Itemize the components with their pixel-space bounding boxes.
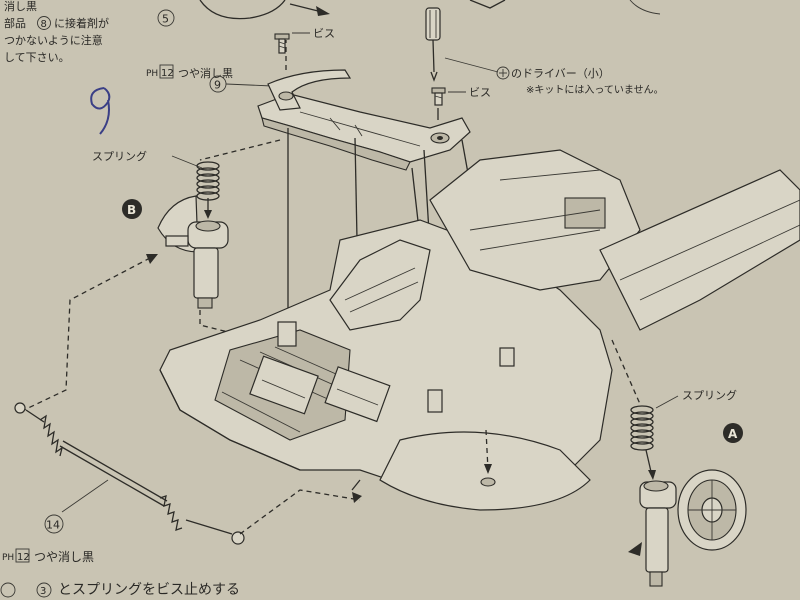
spring-label-right: スプリング [682,388,737,402]
ph-code: PH [146,69,158,79]
bottom-step-text: 3 とスプリングをビス止めする [0,582,240,598]
instruction-line-4: して下さい。 [4,51,70,64]
driver-label: のドライバー（小） [511,67,610,80]
bottom-finish: つや消し黒 [34,550,94,564]
marker-b: B [122,199,142,219]
driver-note: ※キットには入っていません。 [526,84,664,96]
bottom-step-instruction: とスプリングをビス止めする [58,582,240,598]
spring-label-right-group: スプリング [655,388,737,409]
screwdriver-icon: のドライバー（小） ※キットには入っていません。 [425,7,664,96]
bottom-ph-code: PH [2,553,14,563]
marker-a: A [723,423,743,443]
handwritten-mark [90,87,111,135]
marker-b-letter: B [127,203,136,217]
instruction-text-block: 消し黒 部品 8 に接着剤が つかないように注意 して下さい。 5 [4,0,175,64]
screw-label-right: ビス [469,86,491,99]
part-number-14: 14 [46,519,60,532]
ph-number: 12 [161,68,174,79]
bottom-ph-number: 12 [17,552,30,563]
top-step-number: 5 [162,13,169,26]
instruction-line-1: 消し黒 [4,0,37,13]
bottom-step-number: 3 [40,586,46,597]
spring-label-left-group: スプリング [92,149,203,169]
marker-a-letter: A [728,427,738,441]
bracket-part-9 [257,69,471,171]
spring-label-left: スプリング [92,149,147,163]
tie-rod-spring-left [39,414,64,457]
instruction-part-ref: 部品 [4,16,26,30]
instruction-part-num: 8 [41,19,47,30]
right-spring [611,339,656,480]
right-hub [628,469,747,587]
tie-rod-spring-right [159,495,183,531]
screw-label-left: ビス [313,27,335,40]
left-spring [196,161,220,219]
top-cropped-parts [199,0,661,20]
bottom-finish-label: PH 12 つや消し黒 [2,548,94,564]
tie-rod-part-14: 14 [14,402,362,545]
chassis [159,149,800,511]
bracket-finish: つや消し黒 [178,66,233,80]
part-number-9: 9 [214,79,221,92]
left-upright [157,195,229,309]
instruction-line-3: つかないように注意 [4,33,103,47]
screw-right: ビス [431,86,491,106]
bracket-finish-label: PH 12 つや消し黒 9 [146,64,273,93]
instruction-line-2: に接着剤が [54,16,109,30]
screw-left: ビス [274,27,335,54]
